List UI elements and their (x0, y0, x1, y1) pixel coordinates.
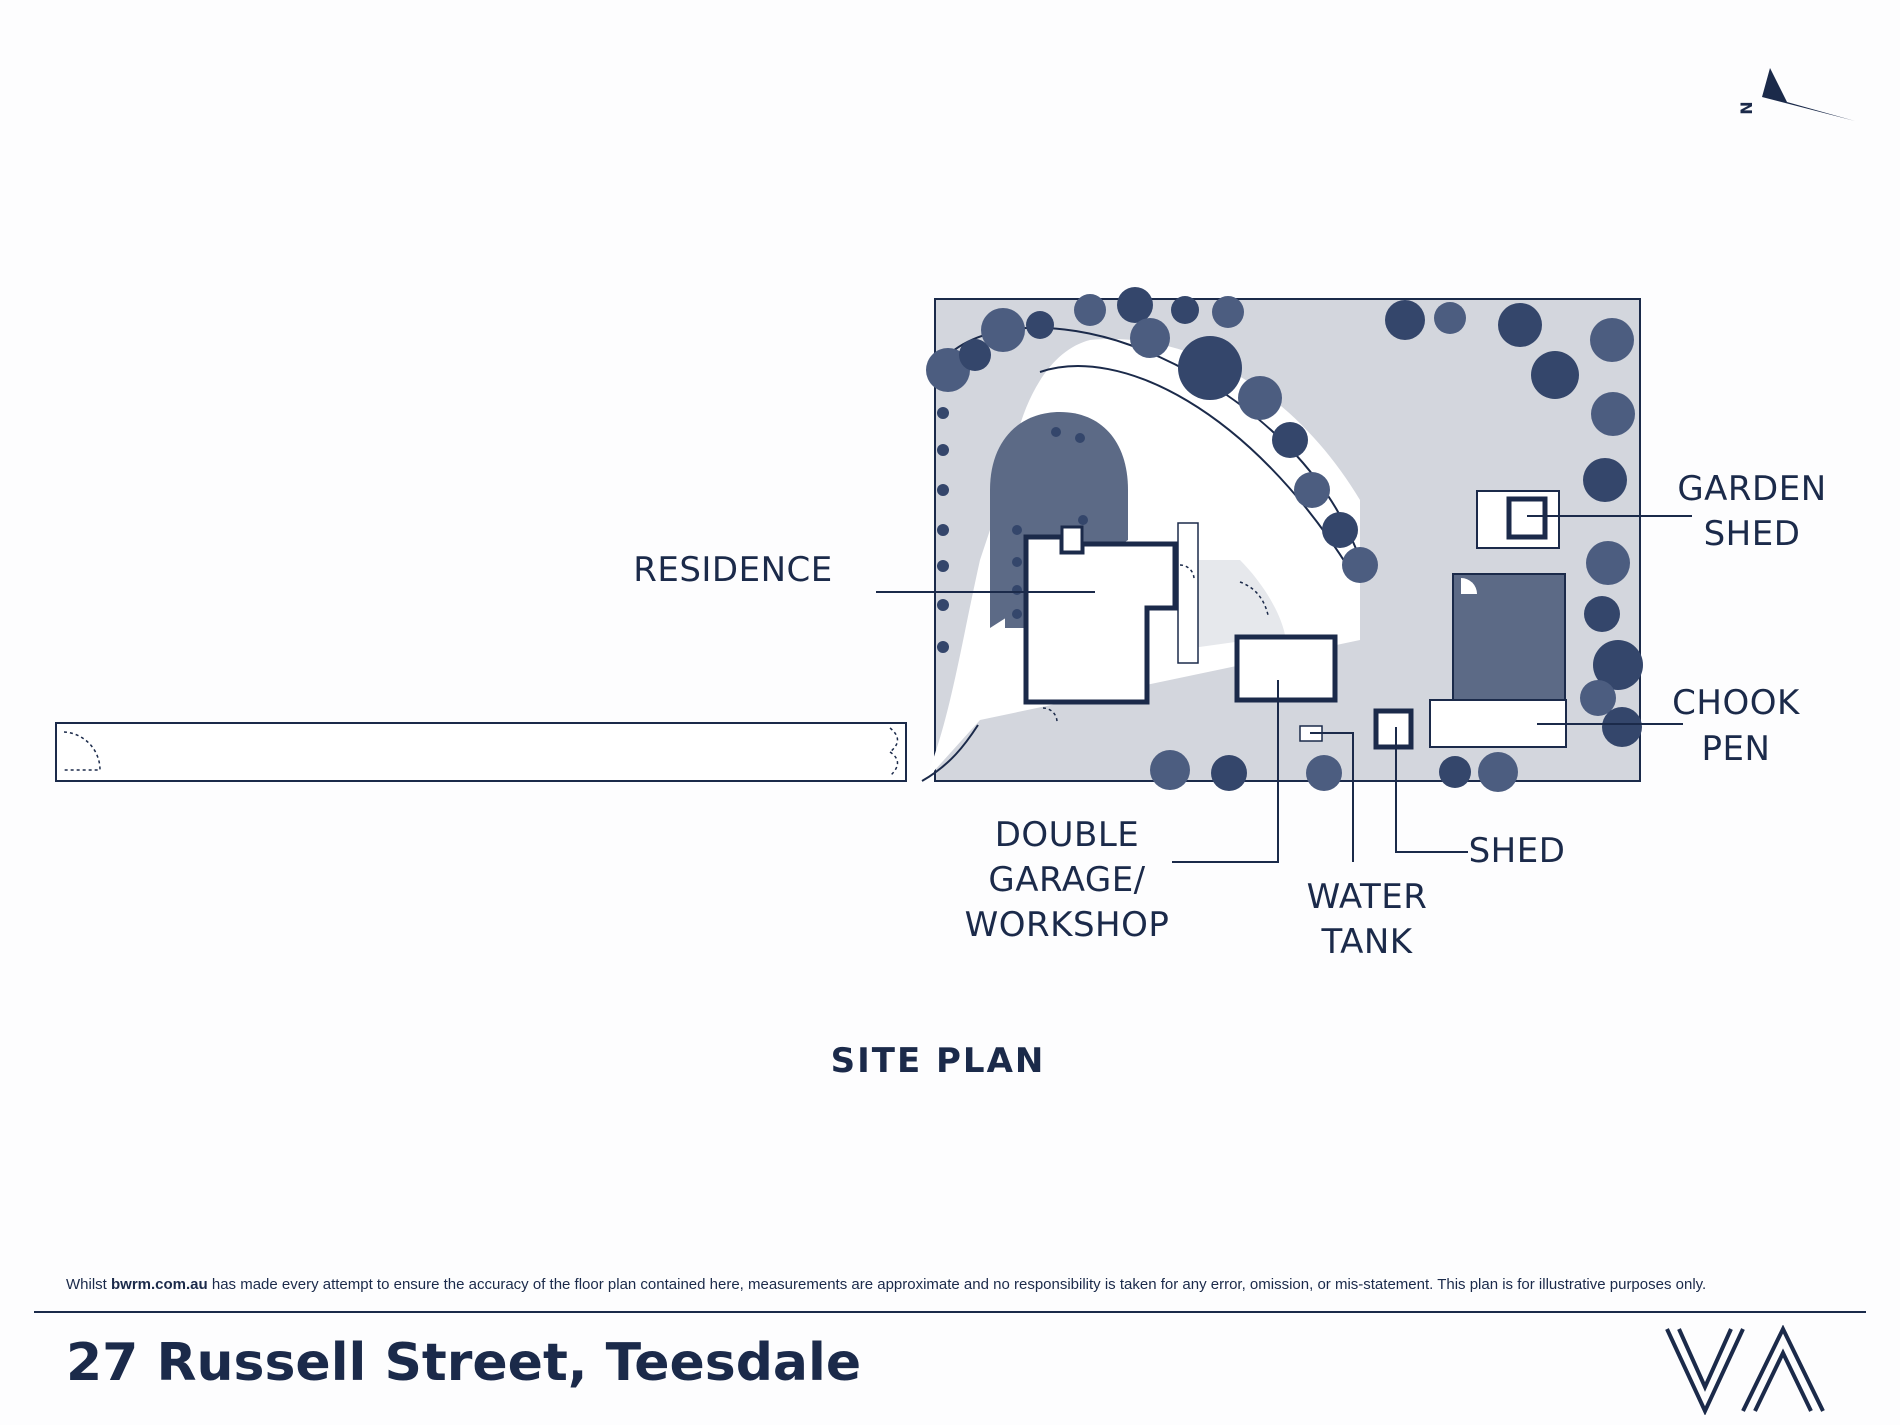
disclaimer-site-link[interactable]: bwrm.com.au (111, 1276, 208, 1293)
property-address: 27 Russell Street, Teesdale (66, 1333, 862, 1393)
courtyard (1177, 522, 1285, 664)
garden-shed-label-line1: GARDEN (1677, 469, 1826, 509)
north-label: N (1737, 101, 1756, 114)
north-arrow-icon: N (1737, 68, 1855, 121)
water-tank-label-line2: TANK (1320, 922, 1413, 962)
plan-labels: RESIDENCE GARDEN SHED CHOOK PEN SHED WAT… (633, 469, 1826, 962)
double-garage-label-line1: DOUBLE (995, 815, 1140, 855)
double-garage-label-line2: GARAGE/ (988, 860, 1145, 900)
shed-label: SHED (1469, 831, 1566, 871)
chook-pen (1429, 573, 1567, 748)
disclaimer-suffix: has made every attempt to ensure the acc… (207, 1276, 1707, 1293)
footer-divider (34, 1311, 1866, 1313)
garden-shed-label-line2: SHED (1704, 514, 1801, 554)
trees (926, 287, 1643, 792)
chook-pen-label-line2: PEN (1702, 729, 1771, 769)
agency-logo-icon (1665, 1325, 1825, 1415)
disclaimer-text: Whilst bwrm.com.au has made every attemp… (66, 1276, 1866, 1293)
disclaimer-prefix: Whilst (66, 1276, 111, 1293)
leader-lines (876, 515, 1692, 863)
double-garage-label-line3: WORKSHOP (965, 905, 1170, 945)
site-plan-title: SITE PLAN (831, 1041, 1046, 1081)
driveway-access (55, 722, 907, 782)
garden-shed-building (1476, 490, 1560, 549)
residence-label: RESIDENCE (633, 550, 833, 590)
residence-building (1023, 525, 1195, 723)
chook-pen-label-line1: CHOOK (1672, 683, 1801, 723)
shed-building (1373, 708, 1414, 750)
double-garage-building (1234, 581, 1338, 703)
water-tank-label-line1: WATER (1307, 877, 1428, 917)
